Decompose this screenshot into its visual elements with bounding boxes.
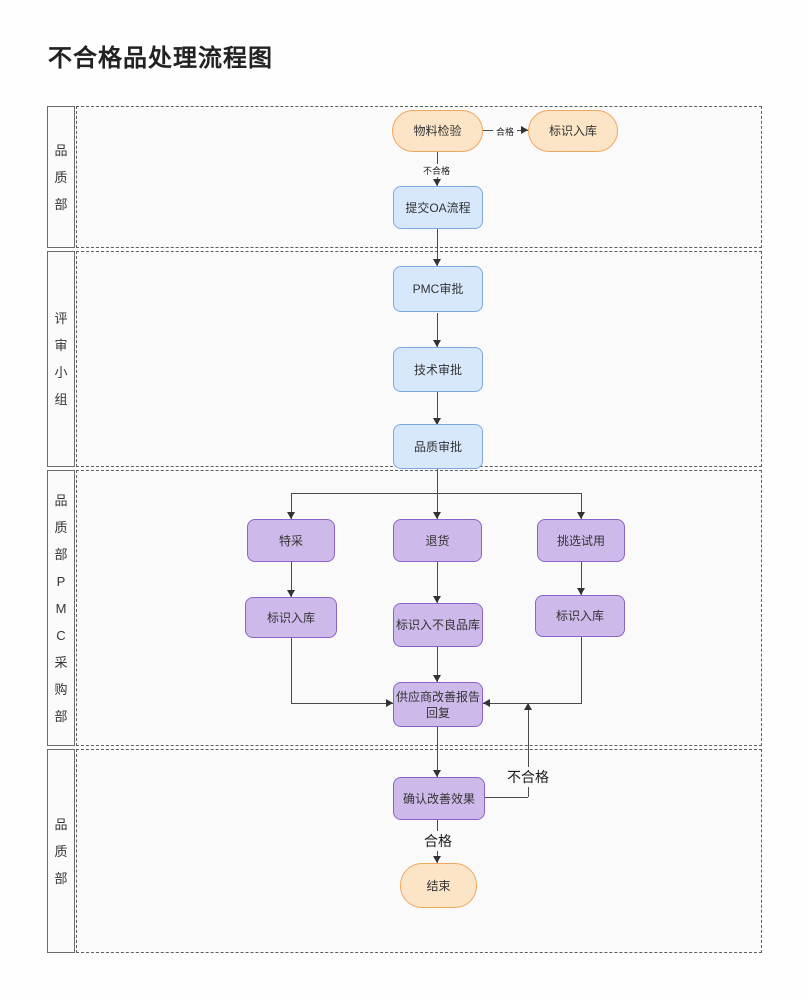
edge-left-into-supplier-line bbox=[291, 703, 393, 704]
node-label-storage-top: 标识入库 bbox=[528, 110, 618, 152]
node-confirm-effect: 确认改善效果 bbox=[393, 777, 485, 820]
edge-oa-to-pmc-line bbox=[437, 229, 438, 266]
lane-label-text: 品质部 bbox=[54, 142, 68, 212]
edge-label-unqualified-loop: 不合格 bbox=[504, 767, 552, 787]
node-material-inspection: 物料检验 bbox=[392, 110, 483, 152]
arrowhead-into-label-defective-storage bbox=[433, 596, 441, 603]
node-label-storage-right: 标识入库 bbox=[535, 595, 625, 637]
arrowhead-into-return-goods bbox=[433, 512, 441, 519]
edge-split-to-trial-line bbox=[581, 493, 582, 519]
edge-quality-to-return-line bbox=[437, 469, 438, 519]
edge-supplier-to-confirm-line bbox=[437, 727, 438, 777]
node-special-acceptance: 特采 bbox=[247, 519, 335, 562]
lane-label-review-team: 评审小组 bbox=[47, 251, 75, 467]
lane-label-text: 品质部PMC采购部 bbox=[54, 492, 68, 724]
arrowhead-into-label-storage-top bbox=[521, 126, 528, 134]
arrowhead-into-quality-approval bbox=[433, 418, 441, 425]
edge-label-qualified-bottom: 合格 bbox=[421, 831, 455, 851]
arrowhead-into-end bbox=[433, 856, 441, 863]
edge-special-to-storage-line bbox=[291, 562, 292, 598]
node-supplier-report: 供应商改善报告回复 bbox=[393, 682, 483, 727]
edge-left-storage-down-line bbox=[291, 638, 292, 704]
edge-label-unqualified-top: 不合格 bbox=[420, 164, 454, 177]
node-label-defective-storage: 标识入不良品库 bbox=[393, 603, 483, 647]
edge-label-qualified-top: 合格 bbox=[493, 125, 518, 138]
edge-pmc-to-tech-line bbox=[437, 313, 438, 347]
arrowhead-into-label-storage-left bbox=[287, 590, 295, 597]
node-label-storage-left: 标识入库 bbox=[245, 597, 337, 638]
arrowhead-into-supplier-left bbox=[386, 699, 393, 707]
arrowhead-into-submit-oa bbox=[433, 179, 441, 186]
arrowhead-into-tech-approval bbox=[433, 340, 441, 347]
edge-right-into-supplier-line bbox=[483, 703, 581, 704]
arrowhead-into-supplier-right bbox=[483, 699, 490, 707]
arrowhead-feedback-up bbox=[524, 703, 532, 710]
edge-defective-to-supplier-line bbox=[437, 647, 438, 682]
arrowhead-into-special-acceptance bbox=[287, 512, 295, 519]
node-trial-selection: 挑选试用 bbox=[537, 519, 625, 562]
edge-right-storage-down-line bbox=[581, 637, 582, 704]
edge-split-to-special-line bbox=[291, 493, 292, 519]
node-return-goods: 退货 bbox=[393, 519, 482, 562]
arrowhead-into-confirm-effect bbox=[433, 770, 441, 777]
arrowhead-into-supplier-top bbox=[433, 675, 441, 682]
lane-label-text: 评审小组 bbox=[54, 311, 68, 407]
arrowhead-into-trial-selection bbox=[577, 512, 585, 519]
edge-confirm-feedback-v-line bbox=[528, 703, 529, 797]
page-title: 不合格品处理流程图 bbox=[48, 45, 273, 72]
node-submit-oa: 提交OA流程 bbox=[393, 186, 483, 229]
arrowhead-into-pmc-approval bbox=[433, 259, 441, 266]
node-tech-approval: 技术审批 bbox=[393, 347, 483, 392]
node-end: 结束 bbox=[400, 863, 477, 908]
edge-branch-split-line bbox=[291, 493, 581, 494]
edge-return-to-defective-line bbox=[437, 562, 438, 603]
lane-label-quality-pmc-purchasing: 品质部PMC采购部 bbox=[47, 470, 75, 746]
arrowhead-into-label-storage-right bbox=[577, 588, 585, 595]
edge-trial-to-storage-line bbox=[581, 562, 582, 595]
node-quality-approval: 品质审批 bbox=[393, 424, 483, 469]
edge-tech-to-quality-line bbox=[437, 392, 438, 425]
node-pmc-approval: PMC审批 bbox=[393, 266, 483, 312]
lane-label-text: 品质部 bbox=[54, 816, 68, 886]
lane-label-quality-dept-2: 品质部 bbox=[47, 749, 75, 953]
lane-label-quality-dept-1: 品质部 bbox=[47, 106, 75, 248]
edge-confirm-feedback-h-line bbox=[485, 797, 528, 798]
